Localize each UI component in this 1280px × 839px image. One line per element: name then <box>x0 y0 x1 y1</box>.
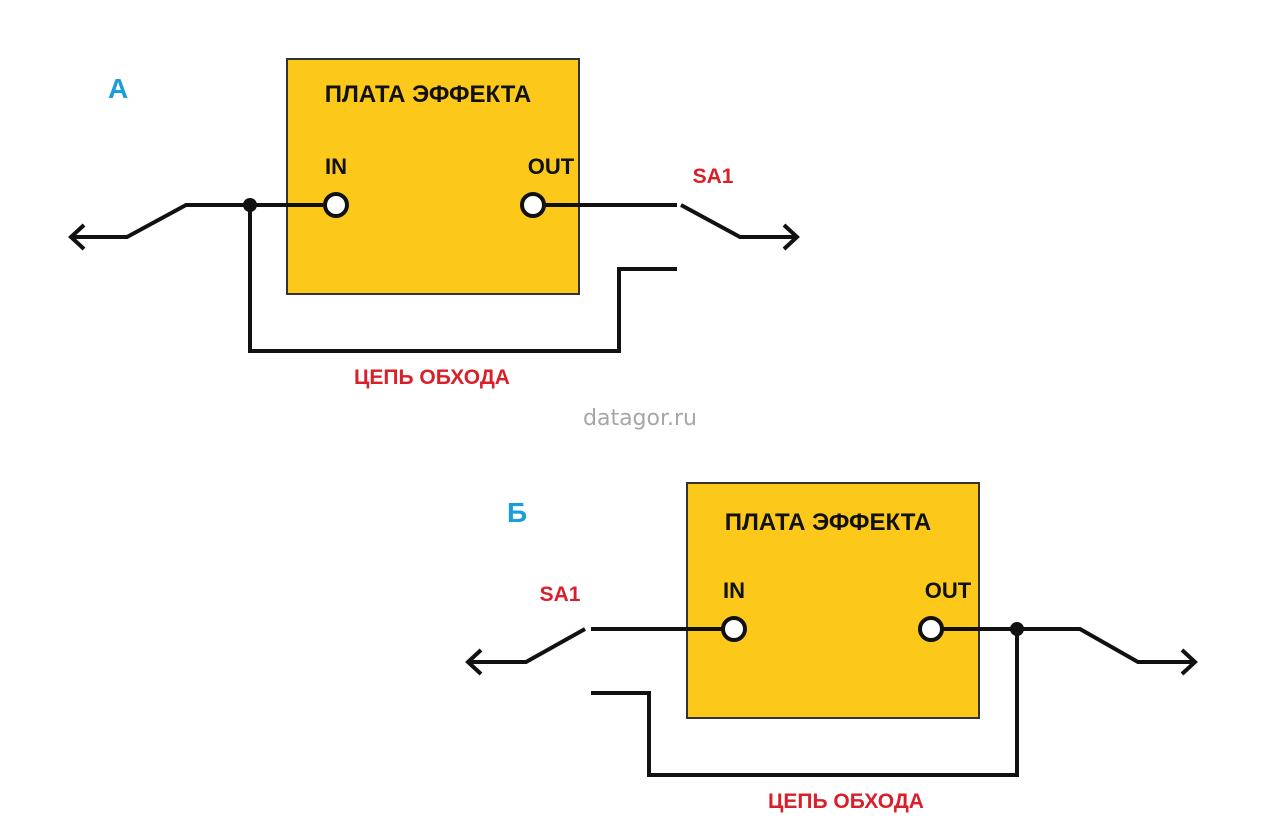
out-label-b: OUT <box>925 578 972 603</box>
output-arrowhead-b <box>1180 648 1198 676</box>
input-arrowhead-b <box>465 648 483 676</box>
output-lead-b <box>943 627 1195 664</box>
bypass-label-a: ЦЕПЬ ОБХОДА <box>354 366 510 389</box>
board-title-b: ПЛАТА ЭФФЕКТА <box>725 509 932 536</box>
watermark-text: datagor.ru <box>583 406 697 431</box>
input-lead-a <box>71 203 323 239</box>
variant-label-a: А <box>108 73 128 104</box>
bypass-label-b: ЦЕПЬ ОБХОДА <box>768 790 924 813</box>
in-label-a: IN <box>325 154 347 179</box>
switch-sa1-b <box>468 627 586 664</box>
switch-sa1-a <box>680 203 797 239</box>
effect-board-b <box>686 482 980 719</box>
switch-label-a: SA1 <box>693 165 734 188</box>
in-port-a <box>323 192 349 218</box>
bypass-wire-b <box>591 629 1019 777</box>
in-port-b <box>721 616 747 642</box>
junction-dot-b <box>1010 622 1024 636</box>
diagram-a: А ПЛАТА ЭФФЕКТА IN OUT SA1 ЦЕПЬ ОБХОДА <box>68 58 800 389</box>
in-label-b: IN <box>723 578 745 603</box>
out-label-a: OUT <box>528 154 575 179</box>
out-port-b <box>918 616 944 642</box>
variant-label-b: Б <box>507 497 527 528</box>
input-arrowhead-a <box>68 223 86 251</box>
board-title-a: ПЛАТА ЭФФЕКТА <box>325 81 532 108</box>
out-port-a <box>520 192 546 218</box>
bypass-wire-a <box>248 205 677 353</box>
output-arrowhead-a <box>782 223 800 251</box>
effect-board-a <box>286 58 580 295</box>
switch-label-b: SA1 <box>540 583 581 606</box>
diagram-b: Б ПЛАТА ЭФФЕКТА IN OUT SA1 ЦЕПЬ ОБХОДА <box>465 482 1198 813</box>
